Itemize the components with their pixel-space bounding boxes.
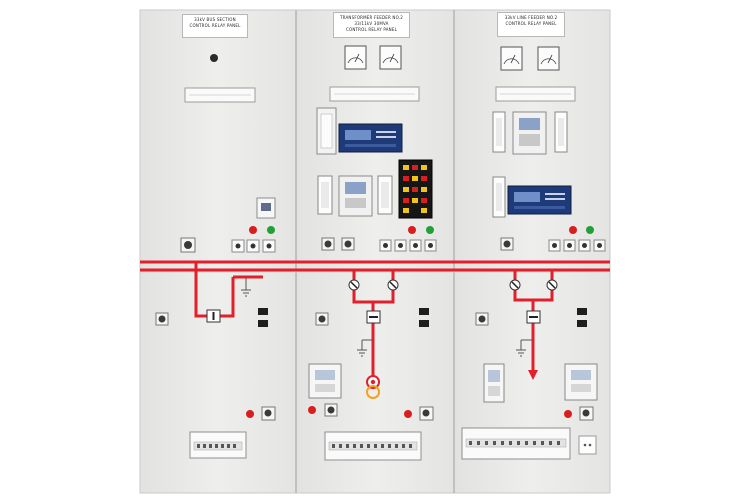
protection-relay-icon [483, 363, 505, 403]
indicator-lamp-icon [308, 406, 316, 414]
feeder-arrow [528, 370, 538, 380]
indicator-lamp-icon [426, 226, 434, 234]
panel-nameplate-line-feeder: 33kV LINE FEEDER NO.2 CONTROL RELAY PANE… [497, 12, 565, 37]
panel-nameplate-transformer-feeder: TRANSFORMER FEEDER NO.2 33/11kV 30MVA CO… [333, 12, 410, 38]
indicator-lamp-icon [267, 226, 275, 234]
nameplate-line: CONTROL RELAY PANEL [189, 23, 241, 28]
position-indicator [258, 320, 268, 327]
panel-nameplate-bus-section: 33kV BUS SECTION CONTROL RELAY PANEL [182, 14, 248, 38]
red-single-line-mimic [140, 260, 610, 378]
earth-switch-symbol [516, 339, 533, 357]
disconnector-symbol[interactable] [387, 279, 399, 291]
indicator-lamp-icon [404, 410, 412, 418]
position-indicator [577, 308, 587, 315]
indicator-lamp-icon [246, 410, 254, 418]
earth-switch-symbol [357, 339, 373, 357]
position-indicator [419, 320, 429, 327]
indicator-lamp-icon [586, 226, 594, 234]
socket-outlet [578, 435, 597, 455]
circuit-breaker-symbol[interactable] [526, 310, 541, 324]
disconnector-symbol[interactable] [546, 279, 558, 291]
nameplate-line: CONTROL RELAY PANEL [345, 27, 397, 32]
nameplate-line: 33/11kV 30MVA [354, 21, 389, 26]
indicator-lamp-icon [408, 226, 416, 234]
right-panel-devices [461, 46, 606, 460]
disconnector-symbol[interactable] [348, 279, 360, 291]
transformer-symbol [366, 375, 380, 399]
disconnector-symbol[interactable] [509, 279, 521, 291]
indicator-lamp-icon [403, 165, 427, 213]
indicator-lamp-icon [210, 54, 218, 62]
left-panel-devices [155, 54, 276, 459]
position-indicator [419, 308, 429, 315]
earth-switch-symbol [241, 277, 251, 297]
nameplate-line: CONTROL RELAY PANEL [505, 21, 557, 26]
protection-relay-icon [564, 363, 598, 401]
nameplate-line: 33kV LINE FEEDER NO.2 [504, 15, 558, 20]
circuit-breaker-symbol[interactable] [366, 310, 381, 324]
nameplate-line: 33kV BUS SECTION [194, 17, 236, 22]
indicator-lamp-icon [569, 226, 577, 234]
nameplate-line: TRANSFORMER FEEDER NO.2 [340, 15, 403, 20]
indicator-lamp-icon [249, 226, 257, 234]
center-panel-devices [308, 45, 437, 461]
protection-relay-icon [308, 363, 342, 399]
indicator-lamp-icon [564, 410, 572, 418]
circuit-breaker-symbol[interactable] [206, 309, 221, 323]
position-indicator [258, 308, 268, 315]
position-indicator [577, 320, 587, 327]
